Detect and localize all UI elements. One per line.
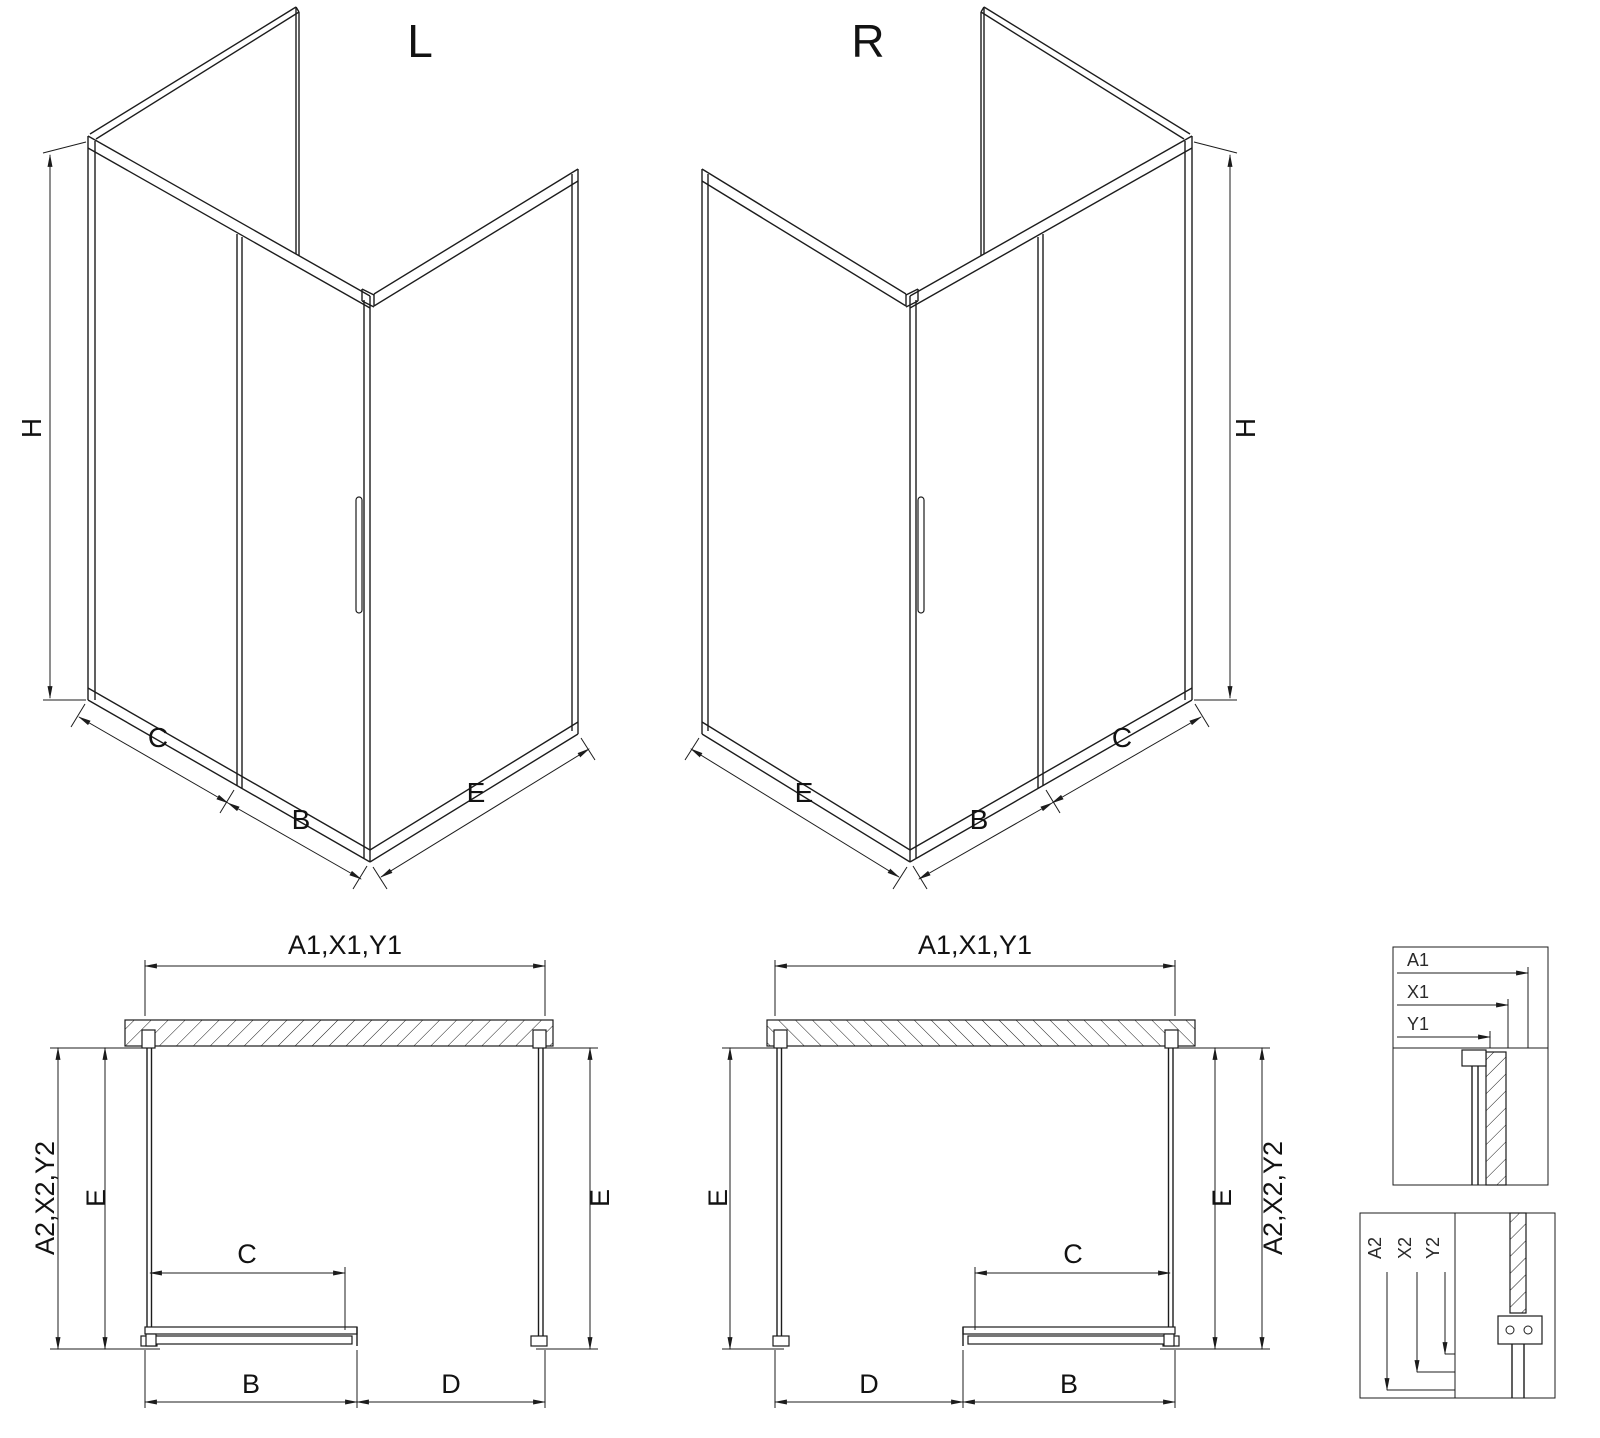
plan-right-e-right-label: E: [1207, 1189, 1237, 1207]
dim-label-e-left: E: [467, 777, 486, 808]
plan-c-dimension: [148, 1267, 347, 1330]
detail-roller-block: [1497, 1315, 1543, 1345]
plan-right-depth-label: A2,X2,Y2: [1258, 1141, 1288, 1255]
plan-right-width-label: A1,X1,Y1: [918, 930, 1032, 960]
plan-left-e-left-label: E: [81, 1189, 111, 1207]
panel-end-cap-right: [530, 1335, 548, 1347]
detail-width-section: A1 X1 Y1: [1392, 946, 1549, 1186]
plan-left-c-label: C: [237, 1239, 257, 1269]
dim-label-c-left: C: [148, 722, 168, 753]
plan-left-b-label: B: [242, 1369, 260, 1399]
right-side-panel: [361, 168, 579, 863]
plan-right-c-label: C: [1063, 1239, 1083, 1269]
dim-label-b-right: B: [970, 804, 989, 835]
wall-section-hatched: [124, 1019, 554, 1047]
door-handle: [355, 496, 363, 614]
plan-depth-dimensions: [50, 1046, 598, 1351]
plan-view-left-geometry: [50, 960, 598, 1408]
wall-profile-right: [532, 1029, 547, 1049]
dim-label-height-left: H: [16, 418, 47, 438]
detail-wall-hatch: [1485, 1051, 1507, 1186]
plan-right-b-label: B: [1060, 1369, 1078, 1399]
iso-view-left-geometry: [42, 6, 596, 890]
plan-right-e-left-label: E: [703, 1189, 733, 1207]
view-title-left: L: [407, 15, 433, 67]
iso-dimension-lines: [42, 141, 596, 890]
detail-a1-label: A1: [1407, 950, 1429, 970]
detail-x2-label: X2: [1395, 1237, 1415, 1259]
door-stop: [145, 1333, 157, 1347]
view-title-right: R: [851, 15, 884, 67]
dim-label-b-left: B: [292, 804, 311, 835]
detail-wall-profile: [1461, 1049, 1487, 1067]
plan-left-d-label: D: [441, 1369, 461, 1399]
plan-left-depth-label: A2,X2,Y2: [30, 1141, 60, 1255]
plan-sliding-door: [144, 1326, 358, 1347]
detail-depth-section: A2 X2 Y2: [1359, 1212, 1556, 1399]
door-panel: [149, 1335, 353, 1345]
plan-side-panels: [140, 1029, 548, 1347]
detail-depth-frame: [1359, 1212, 1556, 1399]
detail-y2-label: Y2: [1423, 1237, 1443, 1259]
detail-x1-label: X1: [1407, 982, 1429, 1002]
detail-roller-left: [1505, 1325, 1515, 1335]
back-side-panel: [89, 6, 300, 256]
plan-view-right-geometry: [722, 960, 1270, 1408]
wall-profile-left: [141, 1029, 156, 1049]
detail-width-frame: [1392, 946, 1549, 1186]
plan-left-e-right-label: E: [585, 1189, 615, 1207]
plan-left-width-label: A1,X1,Y1: [288, 930, 402, 960]
dim-label-e-right: E: [795, 777, 814, 808]
plan-top-dimension: [143, 960, 547, 1016]
front-face: [87, 135, 371, 863]
detail-y1-label: Y1: [1407, 1014, 1429, 1034]
plan-bottom-dimensions: [143, 1350, 547, 1408]
plan-right-d-label: D: [859, 1369, 879, 1399]
detail-a2-label: A2: [1365, 1237, 1385, 1259]
door-track: [144, 1326, 358, 1335]
iso-view-right-geometry: [685, 7, 1237, 889]
dim-label-height-right: H: [1230, 418, 1261, 438]
detail-roller-right: [1523, 1325, 1533, 1335]
detail-glass-hatch: [1509, 1212, 1527, 1314]
dim-label-c-right: C: [1112, 722, 1132, 753]
